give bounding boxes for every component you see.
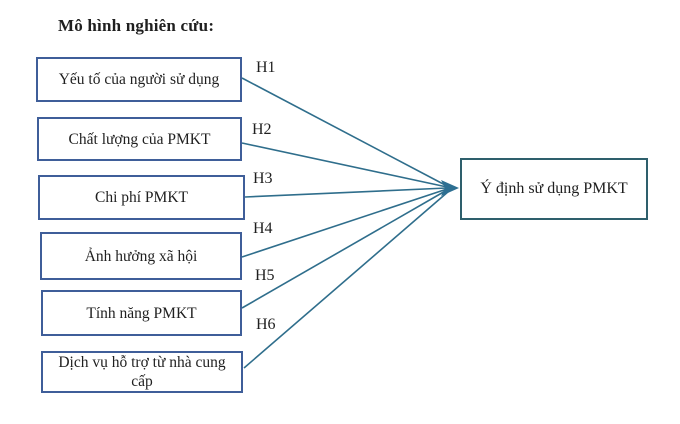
factor-box-user-factors: Yếu tố của người sử dụng (36, 57, 242, 102)
factor-label: Yếu tố của người sử dụng (58, 71, 220, 88)
outcome-box-intention-to-use: Ý định sử dụng PMKT (460, 158, 648, 220)
factor-box-social-influence: Ảnh hưởng xã hội (40, 232, 242, 280)
factor-box-cost: Chi phí PMKT (38, 175, 245, 220)
hypothesis-label-h5: H5 (255, 267, 275, 284)
hypothesis-line-h6 (243, 190, 450, 369)
outcome-label: Ý định sử dụng PMKT (480, 180, 628, 197)
hypothesis-line-h5 (241, 189, 448, 309)
factor-box-support-services: Dịch vụ hỗ trợ từ nhà cung cấp (41, 351, 243, 393)
hypothesis-label-h2: H2 (252, 121, 272, 138)
hypothesis-line-h4 (241, 188, 448, 258)
hypothesis-label-h3: H3 (253, 170, 273, 187)
factor-label: Tính năng PMKT (86, 304, 197, 322)
diagram-title: Mô hình nghiên cứu: (58, 16, 215, 35)
factor-box-quality: Chất lượng của PMKT (37, 117, 242, 161)
hypothesis-label-h4: H4 (253, 220, 273, 237)
hypothesis-label-h1: H1 (256, 59, 276, 76)
hypothesis-line-h3 (244, 187, 448, 198)
hypothesis-label-h6: H6 (256, 316, 276, 333)
hypothesis-line-h1 (241, 77, 448, 187)
factor-label: Chất lượng của PMKT (68, 130, 211, 148)
factor-label: Dịch vụ hỗ trợ từ nhà cung cấp (58, 354, 226, 390)
factor-label: Ảnh hưởng xã hội (84, 247, 198, 265)
factor-label: Chi phí PMKT (94, 189, 188, 206)
arrowhead-icon (441, 180, 459, 196)
factor-box-features: Tính năng PMKT (41, 290, 242, 336)
hypothesis-line-h2 (241, 142, 448, 188)
